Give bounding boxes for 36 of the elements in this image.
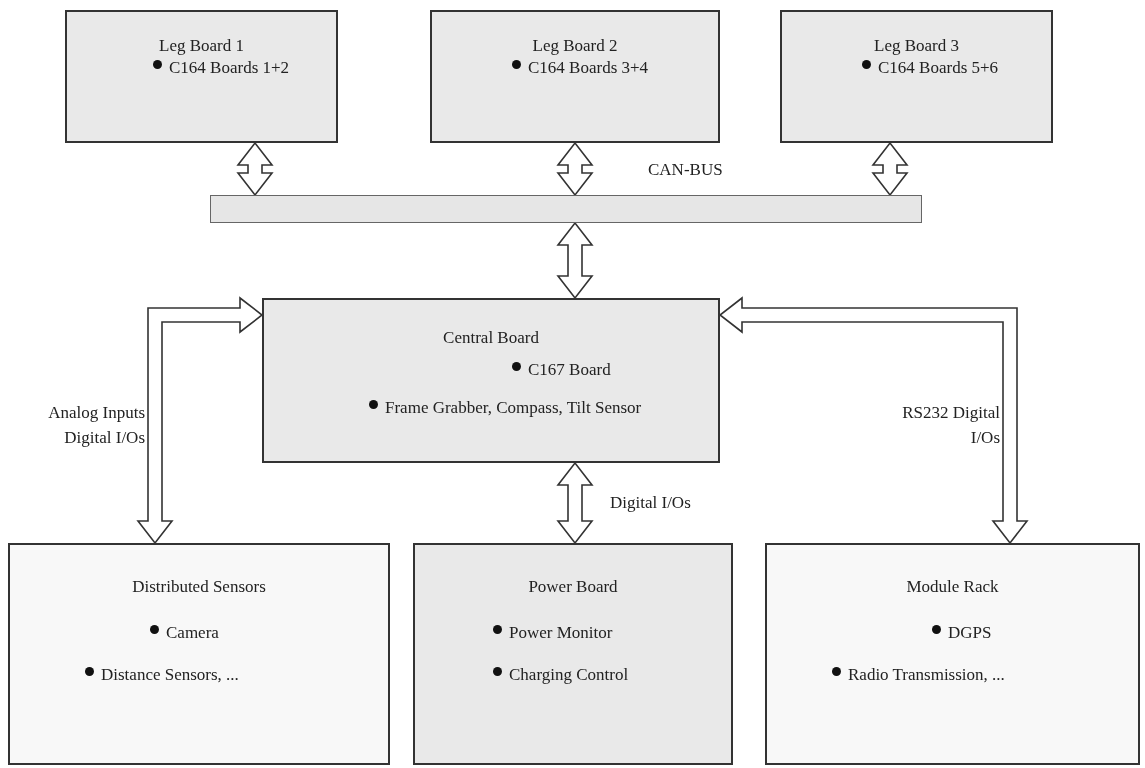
edge-label: RS232 Digital I/Os	[901, 402, 1000, 449]
board-title: Leg Board 2	[531, 36, 619, 56]
edge-label: Digital I/Os	[610, 492, 691, 514]
bullet-item: C164 Boards 1+2	[169, 58, 290, 78]
bullet-item: Camera	[166, 623, 219, 643]
board-title: Leg Board 3	[873, 36, 960, 56]
double-arrow	[871, 141, 909, 197]
bullet-item: C164 Boards 3+4	[528, 58, 649, 78]
board-box	[8, 543, 390, 765]
bullet-item: Power Monitor	[509, 623, 613, 643]
board-title: Power Board	[527, 577, 619, 597]
bullet-item: Charging Control	[509, 665, 629, 685]
double-arrow	[718, 296, 1029, 545]
bus-label: CAN-BUS	[648, 160, 723, 180]
board-title: Central Board	[442, 328, 540, 348]
bullet-item: Radio Transmission, ...	[848, 665, 1005, 685]
board-box	[430, 10, 720, 143]
board-title: Distributed Sensors	[131, 577, 267, 597]
double-arrow	[136, 296, 264, 545]
bullet-item: C164 Boards 5+6	[878, 58, 999, 78]
board-box	[765, 543, 1140, 765]
double-arrow	[236, 141, 274, 197]
board-box	[65, 10, 338, 143]
double-arrow	[556, 141, 594, 197]
board-box	[413, 543, 733, 765]
board-box	[262, 298, 720, 463]
bullet-item: DGPS	[948, 623, 992, 643]
double-arrow	[556, 461, 594, 545]
bullet-item: Distance Sensors, ...	[101, 665, 239, 685]
bullet-item: C167 Board	[528, 360, 611, 380]
double-arrow	[556, 221, 594, 300]
bullet-item: Frame Grabber, Compass, Tilt Sensor	[385, 398, 642, 418]
board-title: Module Rack	[905, 577, 1000, 597]
board-title: Leg Board 1	[158, 36, 245, 56]
edge-label: Analog Inputs Digital I/Os	[47, 402, 145, 449]
board-box	[780, 10, 1053, 143]
